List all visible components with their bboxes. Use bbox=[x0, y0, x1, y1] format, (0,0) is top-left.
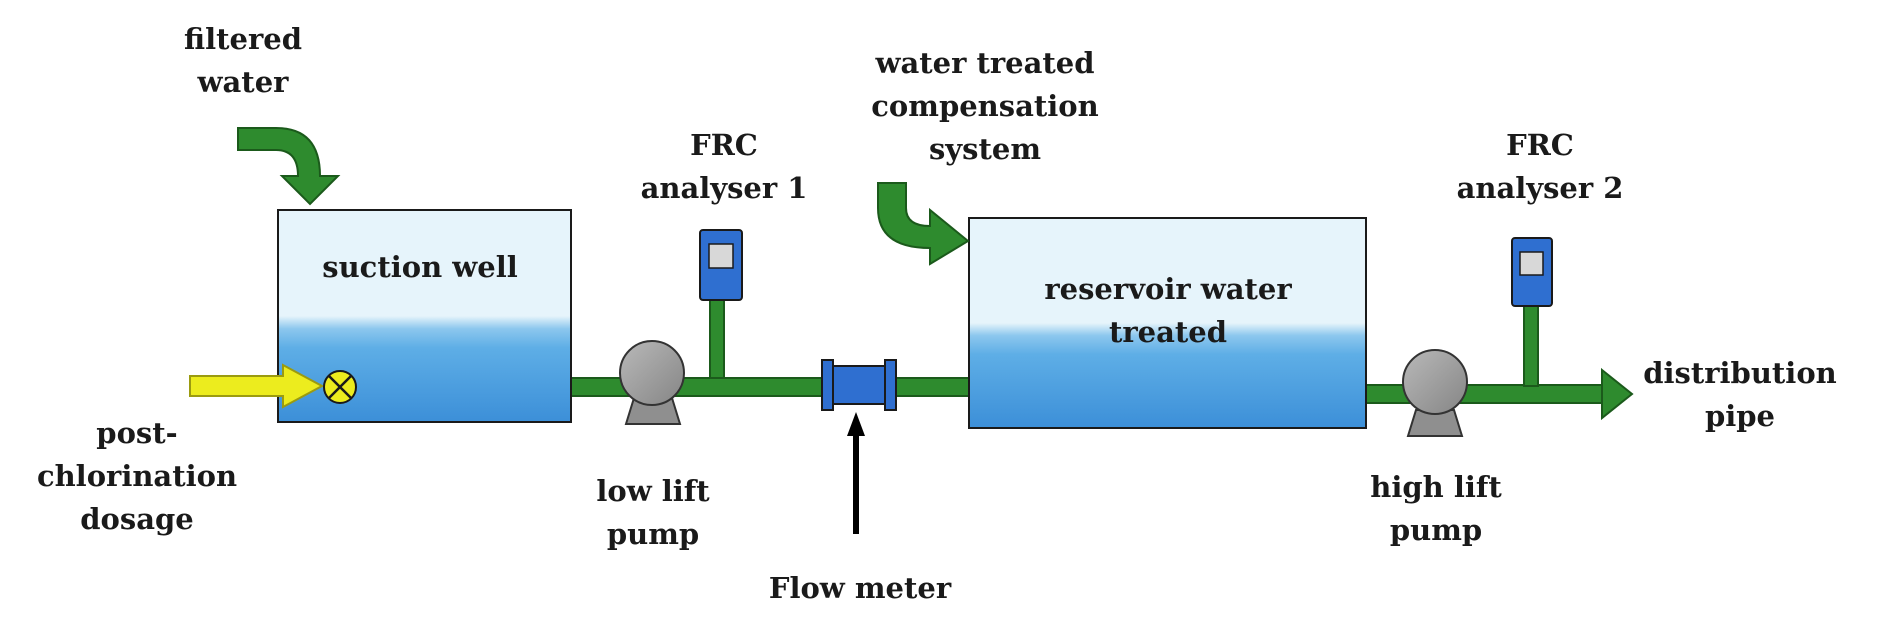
frc-analyser-2-label-line: FRC bbox=[1506, 128, 1574, 162]
reservoir-label: reservoir water treated bbox=[1044, 268, 1291, 354]
compensation-arrow-icon bbox=[877, 182, 970, 266]
filtered-water-label: filtered water bbox=[184, 18, 302, 104]
frc-analyser-2-label-line: analyser 2 bbox=[1456, 171, 1624, 205]
suction-well-label: suction well bbox=[322, 246, 517, 289]
compensation-label-line: water treated bbox=[875, 46, 1095, 80]
post-chlorination-label-line: chlorination bbox=[36, 459, 238, 493]
flow-meter-label-line: Flow meter bbox=[768, 571, 952, 605]
flow-meter-label: Flow meter bbox=[769, 567, 951, 610]
low-lift-pump-label-line: pump bbox=[606, 517, 700, 551]
distribution-pipe-label-line: distribution bbox=[1643, 356, 1837, 390]
distribution-pipe-label-line: pipe bbox=[1704, 399, 1776, 433]
post-chlorination-arrow-icon bbox=[189, 363, 325, 409]
frc-analyser-1-label-line: analyser 1 bbox=[640, 171, 808, 205]
frc-analyser-2-icon bbox=[1511, 237, 1553, 387]
distribution-pipe-label: distribution pipe bbox=[1643, 352, 1837, 438]
post-chlorination-label-line: post- bbox=[96, 416, 178, 450]
filtered-water-arrow-icon bbox=[237, 127, 341, 206]
frc-analyser-1-label-line: FRC bbox=[690, 128, 758, 162]
distribution-arrow-icon bbox=[1601, 367, 1634, 421]
dosing-valve-icon bbox=[323, 370, 357, 404]
water-treated-compensation-label: water treated compensation system bbox=[871, 42, 1098, 171]
high-lift-pump-label-line: pump bbox=[1389, 513, 1483, 547]
flow-meter-pointer-arrow-icon bbox=[847, 412, 865, 534]
low-lift-pump-label-line: low lift bbox=[596, 474, 710, 508]
post-chlorination-label-line: dosage bbox=[80, 502, 194, 536]
frc-analyser-2-label: FRC analyser 2 bbox=[1457, 124, 1624, 210]
high-lift-pump-label-line: high lift bbox=[1370, 470, 1502, 504]
reservoir-tank bbox=[968, 217, 1367, 429]
filtered-water-label-line: water bbox=[197, 65, 289, 99]
reservoir-label-line: reservoir water bbox=[1044, 272, 1292, 306]
frc-analyser-1-icon bbox=[699, 229, 743, 379]
reservoir-label-line: treated bbox=[1108, 315, 1228, 349]
high-lift-pump-label: high lift pump bbox=[1370, 466, 1501, 552]
pipe-reservoir-to-distribution bbox=[1364, 384, 1611, 404]
low-lift-pump-label: low lift pump bbox=[596, 470, 709, 556]
suction-well-tank bbox=[277, 209, 572, 423]
suction-well-label-line: suction well bbox=[322, 250, 518, 284]
filtered-water-label-line: filtered bbox=[184, 22, 302, 56]
compensation-label-line: compensation bbox=[871, 89, 1099, 123]
post-chlorination-label: post- chlorination dosage bbox=[37, 412, 237, 541]
high-lift-pump-icon bbox=[1402, 349, 1468, 437]
compensation-label-line: system bbox=[928, 132, 1042, 166]
frc-analyser-1-label: FRC analyser 1 bbox=[641, 124, 808, 210]
low-lift-pump-icon bbox=[619, 340, 685, 425]
flow-meter-icon bbox=[821, 359, 897, 411]
